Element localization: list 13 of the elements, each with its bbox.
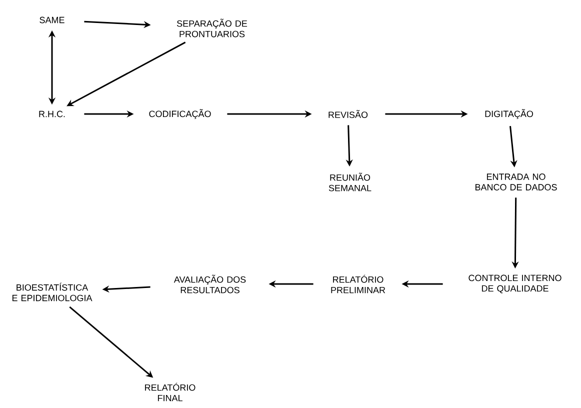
step-label: RELATÓRIO FINAL: [145, 382, 196, 402]
step-label: CODIFICAÇÃO: [149, 109, 211, 119]
step-label: SAME: [40, 16, 64, 24]
step-label: RELATÓRIO PRELIMINAR: [331, 274, 386, 294]
step-label: REVISÃO: [328, 110, 368, 118]
step-label: REUNIÃO SEMANAL: [328, 172, 372, 192]
step-label: R.H.C.: [39, 110, 65, 118]
step-label: AVALIAÇÃO DOS RESULTADOS: [174, 274, 246, 294]
step-label: ENTRADA NO BANCO DE DADOS: [475, 174, 557, 190]
step-label: SEPARAÇÃO DE PRONTUARIOS: [176, 18, 248, 38]
step-label: DIGITAÇÃO: [485, 109, 533, 119]
step-label: BIOESTATÍSTICA E EPIDEMIOLOGIA: [12, 282, 92, 302]
step-label: CONTROLE INTERNO DE QUALIDADE: [468, 274, 562, 294]
